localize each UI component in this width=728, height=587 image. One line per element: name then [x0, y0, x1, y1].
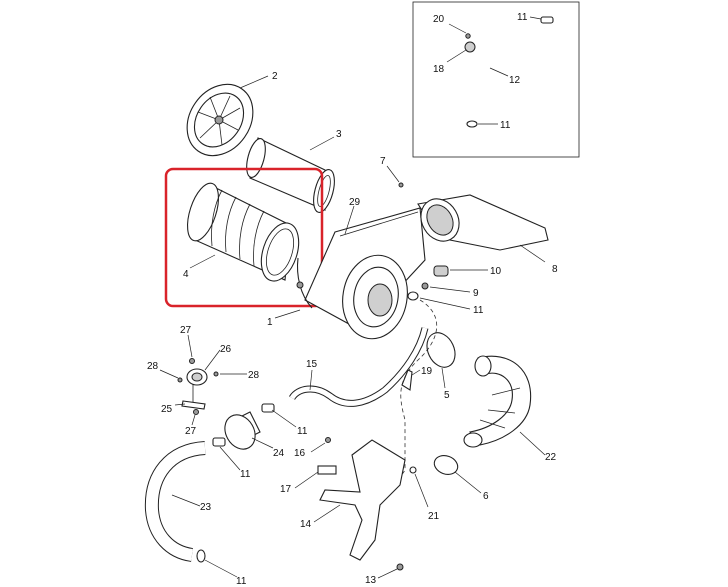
housing-latch [296, 281, 304, 289]
callout-28-right: 28 [248, 370, 260, 381]
housing-end-ring [353, 266, 399, 328]
clamp-5 [426, 332, 456, 368]
callout-11-muffler-bottom: 11 [240, 469, 251, 480]
end-cap-2 [186, 75, 269, 157]
callout-27-bottom: 27 [185, 426, 197, 437]
callout-1: 1 [267, 317, 273, 328]
callout-11-inset-top: 11 [517, 12, 528, 23]
hose-23 [144, 441, 238, 578]
main-filter-ribs [211, 189, 265, 267]
callout-11-housing: 11 [473, 305, 484, 316]
inset-frame [412, 1, 580, 158]
screw-13 [396, 563, 404, 571]
screw-20 [465, 33, 471, 39]
clamp-11-muffler-top [261, 403, 275, 413]
main-filter-rear-ring [186, 182, 220, 242]
callout-10: 10 [490, 266, 502, 277]
callout-11-muffler: 11 [297, 426, 308, 437]
bracket-14-body [319, 439, 406, 561]
callout-9: 9 [473, 288, 479, 299]
callout-8: 8 [552, 264, 558, 275]
main-filter-front-ring [260, 222, 300, 282]
callout-17: 17 [280, 484, 292, 495]
callout-6: 6 [483, 491, 489, 502]
clamp-6 [433, 455, 482, 494]
callout-14: 14 [300, 519, 312, 530]
callout-24: 24 [273, 448, 285, 459]
callout-13: 13 [365, 575, 377, 586]
callout-27-top: 27 [180, 325, 192, 336]
clamp-11-top [540, 16, 554, 24]
intake-duct-8 [386, 165, 549, 263]
inner-filter-front [313, 169, 335, 213]
callout-25: 25 [161, 404, 173, 415]
callout-16: 16 [294, 448, 306, 459]
inset-hose-detail [412, 1, 580, 158]
callout-15: 15 [306, 359, 318, 370]
callout-5: 5 [444, 390, 450, 401]
callout-18: 18 [433, 64, 445, 75]
elbow-hose-lower-end [463, 432, 483, 448]
tube-15 [289, 327, 429, 407]
callout-21: 21 [428, 511, 440, 522]
clamp-11-housing [407, 291, 419, 301]
callout-11-bottom-left: 11 [236, 576, 247, 587]
callout-19: 19 [421, 366, 433, 377]
fitting-10 [433, 265, 449, 277]
muffler-24 [212, 403, 297, 471]
bracket-14 [294, 437, 429, 579]
tube-15-body [289, 327, 428, 406]
fitting-18 [464, 41, 476, 53]
callout-22: 22 [545, 452, 557, 463]
muffler-end [224, 414, 256, 450]
clamp-11-inset-bottom [466, 120, 478, 128]
callout-11-inset-bottom: 11 [500, 120, 511, 131]
screw-7 [398, 182, 404, 188]
intake-duct-mouth-inner [426, 204, 454, 236]
callout-3: 3 [336, 129, 342, 140]
callout-26: 26 [220, 344, 232, 355]
highlight-box-part-4 [164, 167, 324, 308]
screw-16 [325, 437, 331, 443]
fittings-9-10-11 [407, 265, 488, 310]
clamp-11-muffler-bottom [212, 437, 226, 447]
clamp-5-and-tie-19 [401, 332, 456, 391]
clamp-11-bottom-left [196, 549, 206, 563]
washer-28-right [213, 371, 219, 377]
main-filter-4 [164, 167, 324, 308]
callout-29: 29 [349, 197, 361, 208]
elbow-hose-22 [463, 355, 546, 456]
hose-23-body [145, 442, 206, 561]
hose-12 [445, 27, 549, 126]
callout-23: 23 [200, 502, 212, 513]
callout-labels: 2 3 4 1 29 7 8 10 9 11 20 11 18 12 11 15… [147, 12, 558, 587]
bracket-17 [317, 465, 337, 475]
bolt-21 [409, 466, 417, 474]
callout-12: 12 [509, 75, 521, 86]
screw-9 [421, 282, 429, 290]
inner-filter-front-ring [317, 175, 331, 207]
screw-27-bottom [193, 409, 199, 415]
air-cleaner-housing-1 [274, 205, 426, 340]
housing-outlet [367, 283, 393, 317]
callout-2: 2 [272, 71, 278, 82]
inner-filter-3 [246, 136, 335, 213]
clamp-6-ring [433, 455, 459, 475]
washer-28-left [177, 377, 183, 383]
end-cap-hub [214, 115, 224, 125]
inner-filter-rear [246, 138, 266, 178]
end-cap-inner [193, 92, 245, 148]
screw-27-top [189, 358, 195, 364]
tie-19 [401, 369, 413, 391]
callout-4: 4 [183, 269, 189, 280]
callout-7: 7 [380, 156, 386, 167]
callout-20: 20 [433, 14, 445, 25]
elbow-hose-upper-end [474, 355, 492, 377]
clip-bracket-group [159, 334, 247, 426]
callout-28-left: 28 [147, 361, 159, 372]
bracket-25 [181, 400, 206, 410]
main-filter-front-inner [265, 228, 295, 276]
